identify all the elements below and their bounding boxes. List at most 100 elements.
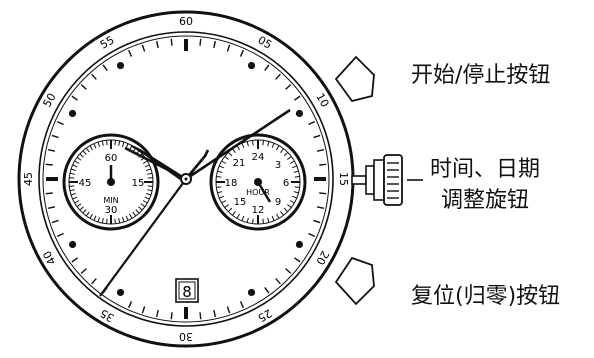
- minute-tick: [308, 121, 316, 126]
- minute-tick: [56, 121, 64, 126]
- subdial-tick: [216, 186, 222, 188]
- subdial-tick: [144, 164, 150, 168]
- bezel-number: 45: [22, 172, 35, 186]
- label-start-stop-button: 开始/停止按钮: [411, 63, 551, 88]
- subdial-tick: [140, 203, 146, 208]
- subdial-tick: [135, 209, 140, 214]
- minute-tick: [264, 64, 270, 72]
- minute-tick: [80, 84, 87, 90]
- hour-dot-marker: [295, 240, 304, 249]
- subdial-tick: [114, 218, 116, 224]
- subdial-tick: [114, 140, 116, 146]
- subdial-tick: [97, 217, 101, 223]
- subdial-tick: [142, 200, 148, 204]
- minute-tick: [285, 84, 292, 90]
- minute-tick: [264, 286, 270, 294]
- subdial-tick: [147, 172, 153, 175]
- subdial-tick: [146, 168, 152, 172]
- minute-tick: [308, 232, 316, 237]
- minute-tick: [155, 309, 159, 318]
- label-crown-line2: 调整旋钮: [441, 188, 530, 213]
- subdial-hour-12: 12: [252, 205, 265, 216]
- subdial-tick: [294, 186, 300, 188]
- subdial-tick: [227, 151, 233, 157]
- minute-tick: [293, 95, 301, 101]
- subdial-tick: [144, 196, 150, 200]
- subdial-tick: [85, 147, 90, 153]
- minute-tick: [199, 38, 202, 46]
- subdial-tick: [262, 218, 264, 224]
- subdial-tick: [246, 217, 249, 223]
- bezel-inner-ring: [38, 31, 334, 327]
- bezel-number: 05: [255, 33, 274, 51]
- minute-tick: [199, 312, 202, 320]
- minute-tick: [239, 49, 244, 57]
- minute-tick: [141, 44, 146, 52]
- minute-tick: [275, 73, 281, 80]
- subdial-tick: [74, 160, 80, 164]
- subdial-tick: [125, 215, 129, 221]
- minute-tick: [316, 206, 325, 210]
- minute-hand: [184, 108, 291, 181]
- subdial-tick: [138, 206, 143, 211]
- subdial-tick: [129, 213, 133, 219]
- subdial-hour-9: 9: [275, 197, 281, 208]
- minute-tick: [275, 278, 281, 285]
- subdial-tick: [276, 213, 280, 219]
- subdial-tick: [289, 160, 295, 164]
- subdial-tick: [280, 211, 284, 216]
- subdial-tick: [293, 170, 299, 173]
- subdial-min-60: 60: [105, 153, 118, 164]
- subdial-tick: [224, 204, 229, 208]
- subdial-tick: [147, 189, 153, 192]
- dial-edge: [42, 35, 330, 323]
- subdial-hour-3: 3: [275, 160, 281, 171]
- subdial-hour-24: 24: [252, 152, 265, 163]
- bezel-number: 50: [40, 91, 58, 110]
- reset-pusher[interactable]: [334, 256, 375, 306]
- subdial-tick: [293, 191, 299, 194]
- minute-tick: [213, 309, 217, 318]
- date-window: 8: [175, 278, 199, 303]
- hour-dot-marker: [116, 61, 125, 70]
- subdial-tick: [291, 165, 297, 169]
- bezel-number: 15: [337, 172, 350, 186]
- subdial-tick: [69, 177, 75, 179]
- minute-tick: [213, 40, 217, 49]
- minute-tick: [45, 192, 53, 195]
- subdial-tick: [146, 192, 152, 196]
- subdial-tick: [217, 191, 223, 194]
- subdial-tick: [262, 140, 264, 146]
- bezel-number: 20: [313, 248, 331, 267]
- bezel-number: 60: [179, 15, 193, 28]
- minute-tick: [285, 268, 292, 274]
- minute-tick: [239, 301, 244, 309]
- subdial-min-15: 15: [132, 178, 145, 189]
- subdial-tick: [76, 203, 82, 208]
- minute-tick: [102, 64, 108, 72]
- subdial-tick: [252, 140, 254, 146]
- main-hands: [99, 108, 291, 297]
- minute-tick: [71, 257, 79, 263]
- crown[interactable]: [351, 154, 403, 206]
- subdial-tick: [283, 207, 289, 213]
- minute-tick: [226, 306, 231, 314]
- start-stop-pusher[interactable]: [334, 55, 375, 103]
- bezel-number: 35: [98, 306, 117, 324]
- subdial-tick: [121, 217, 125, 223]
- minute-tick: [128, 49, 133, 57]
- minute-tick: [170, 38, 173, 46]
- subdial-tick: [291, 195, 297, 199]
- subdial-tick: [97, 141, 101, 147]
- subdial-tick: [101, 218, 104, 224]
- subdial-tick: [85, 211, 90, 217]
- minute-tick: [80, 268, 87, 274]
- minute-tick: [155, 40, 159, 49]
- subdial-tick: [147, 177, 153, 179]
- subdial-tick: [219, 165, 225, 169]
- subdial-tick: [283, 151, 289, 157]
- subdial-tick: [93, 143, 97, 149]
- subdial-tick: [118, 140, 121, 146]
- subdial-tick: [89, 145, 93, 151]
- subdial-tick: [289, 200, 295, 204]
